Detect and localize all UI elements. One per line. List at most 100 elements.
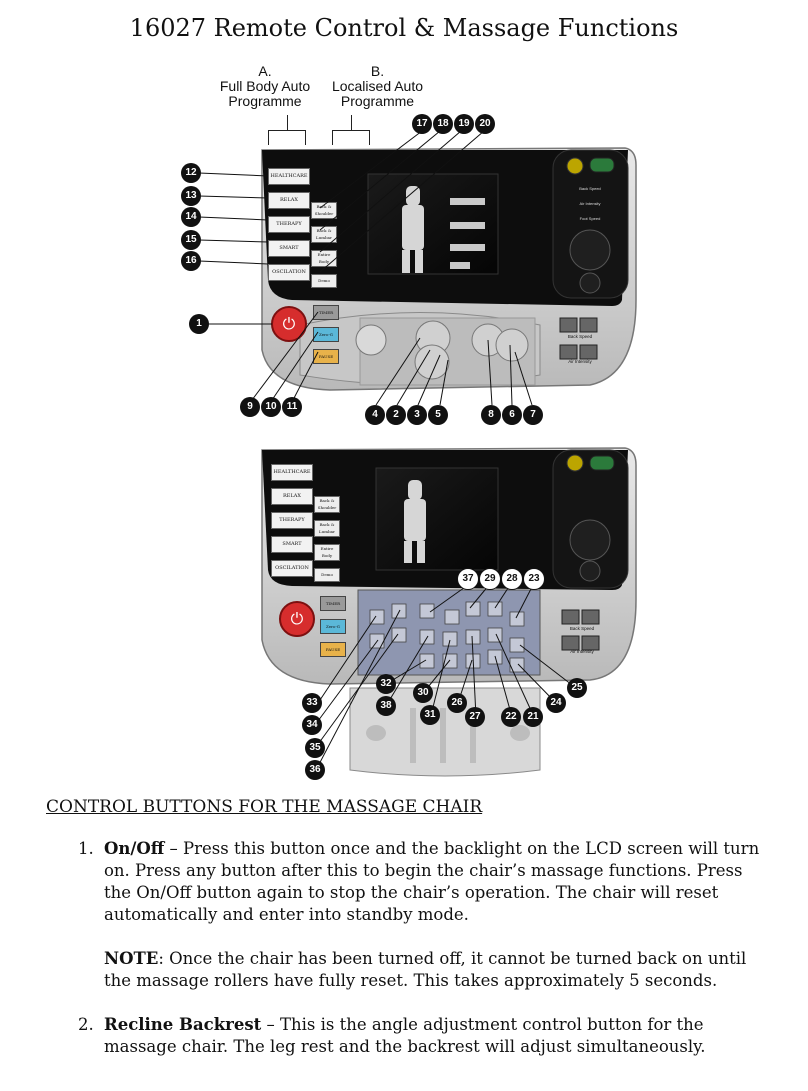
remote1-callouts xyxy=(198,130,533,406)
back-speed-label-2: Back Speed xyxy=(569,626,595,631)
badge-26: 26 xyxy=(447,693,467,713)
remote2-small-buttons: TIMER Zero-G PAUSE xyxy=(320,596,346,657)
relax-button[interactable]: RELAX xyxy=(268,192,310,209)
badge-15: 15 xyxy=(181,230,201,250)
air-intensity-label: Air Intensity xyxy=(568,359,592,364)
therapy-button[interactable]: THERAPY xyxy=(268,216,310,233)
badge-17: 17 xyxy=(412,114,432,134)
note-text: : Once the chair has been turned off, it… xyxy=(104,949,747,990)
oscilation-button[interactable]: OSCILATION xyxy=(268,264,310,281)
therapy-button-2[interactable]: THERAPY xyxy=(271,512,313,529)
remote1-mid-buttons: Back & Shoulder Back & Lumbar Entire Bod… xyxy=(311,202,337,288)
badge-30: 30 xyxy=(413,683,433,703)
badge-16: 16 xyxy=(181,251,201,271)
badge-31: 31 xyxy=(420,705,440,725)
item-title: On/Off xyxy=(104,839,165,858)
back-lumbar-button-2[interactable]: Back & Lumbar xyxy=(314,520,340,537)
item-body: On/Off – Press this button once and the … xyxy=(104,838,770,926)
list-item: 1. On/Off – Press this button once and t… xyxy=(70,838,770,992)
item-body: Recline Backrest – This is the angle adj… xyxy=(104,1014,770,1058)
badge-9: 9 xyxy=(240,397,260,417)
bracket-b xyxy=(332,115,370,145)
remote1-top-right: Back Speed Air Intensity Foot Speed xyxy=(560,186,620,221)
back-shoulder-button-2[interactable]: Back & Shoulder xyxy=(314,496,340,513)
badge-14: 14 xyxy=(181,207,201,227)
badge-36: 36 xyxy=(305,760,325,780)
remote1-left-buttons: HEALTHCARE RELAX THERAPY SMART OSCILATIO… xyxy=(268,168,310,281)
zero-g-button-2[interactable]: Zero-G xyxy=(320,619,346,634)
pause-button[interactable]: PAUSE xyxy=(313,349,339,364)
badge-6: 6 xyxy=(502,405,522,425)
badge-32: 32 xyxy=(376,674,396,694)
badge-11: 11 xyxy=(282,397,302,417)
badge-33: 33 xyxy=(302,693,322,713)
badge-27: 27 xyxy=(465,707,485,727)
badge-18: 18 xyxy=(433,114,453,134)
badge-12: 12 xyxy=(181,163,201,183)
power-icon: ⏻ xyxy=(290,609,304,628)
item-note: NOTE: Once the chair has been turned off… xyxy=(104,948,770,992)
section-title: CONTROL BUTTONS FOR THE MASSAGE CHAIR xyxy=(46,797,483,817)
relax-button-2[interactable]: RELAX xyxy=(271,488,313,505)
badge-29: 29 xyxy=(479,568,501,590)
back-speed-label: Back Speed xyxy=(567,334,593,339)
badge-21: 21 xyxy=(523,707,543,727)
badge-20: 20 xyxy=(475,114,495,134)
label-b-letter: B. xyxy=(370,63,385,79)
demo-button-2[interactable]: Demo xyxy=(314,568,340,582)
badge-2: 2 xyxy=(386,405,406,425)
air-intensity-label-2: Air Intensity xyxy=(570,649,594,654)
item-number: 1. xyxy=(78,839,94,858)
oscilation-button-2[interactable]: OSCILATION xyxy=(271,560,313,577)
foot-speed-label: Foot Speed xyxy=(579,216,601,221)
bracket-a xyxy=(268,115,306,145)
item-number: 2. xyxy=(78,1015,94,1034)
badge-28: 28 xyxy=(501,568,523,590)
badge-25: 25 xyxy=(567,678,587,698)
label-b-line1: Localised Auto xyxy=(331,78,424,94)
control-buttons-list: 1. On/Off – Press this button once and t… xyxy=(70,838,770,1058)
page-title: 16027 Remote Control & Massage Functions xyxy=(129,14,679,42)
remote2-right-labels: Back Speed Air Intensity xyxy=(557,626,607,654)
item-title: Recline Backrest xyxy=(104,1015,262,1034)
badge-4: 4 xyxy=(365,405,385,425)
smart-button[interactable]: SMART xyxy=(268,240,310,257)
healthcare-button-2[interactable]: HEALTHCARE xyxy=(271,464,313,481)
label-b-line2: Programme xyxy=(340,93,415,109)
item-text: – Press this button once and the backlig… xyxy=(104,839,760,924)
badge-19: 19 xyxy=(454,114,474,134)
power-button[interactable]: ⏻ xyxy=(277,312,301,336)
remote2-left-buttons: HEALTHCARE RELAX THERAPY SMART OSCILATIO… xyxy=(271,464,313,577)
power-button-2[interactable]: ⏻ xyxy=(285,607,309,631)
badge-37: 37 xyxy=(457,568,479,590)
badge-7: 7 xyxy=(523,405,543,425)
back-shoulder-button[interactable]: Back & Shoulder xyxy=(311,202,337,219)
item-text: – This is the angle adjustment control b… xyxy=(104,1015,706,1056)
demo-button[interactable]: Demo xyxy=(311,274,337,288)
badge-13: 13 xyxy=(181,186,201,206)
badge-34: 34 xyxy=(302,715,322,735)
remote-control-top xyxy=(261,147,637,391)
note-label: NOTE xyxy=(104,949,159,968)
badge-10: 10 xyxy=(261,397,281,417)
entire-body-button-2[interactable]: Entire Body xyxy=(314,544,340,561)
power-icon: ⏻ xyxy=(282,314,296,333)
label-a-line1: Full Body Auto xyxy=(219,78,311,94)
zero-g-button[interactable]: Zero-G xyxy=(313,327,339,342)
pause-button-2[interactable]: PAUSE xyxy=(320,642,346,657)
remote2-callouts xyxy=(314,584,577,771)
smart-button-2[interactable]: SMART xyxy=(271,536,313,553)
badge-3: 3 xyxy=(407,405,427,425)
label-a-line2: Programme xyxy=(228,93,302,109)
badge-38: 38 xyxy=(376,696,396,716)
label-a: A. Full Body Auto Programme xyxy=(205,64,325,109)
badge-8: 8 xyxy=(481,405,501,425)
badge-5: 5 xyxy=(428,405,448,425)
remote-control-bottom xyxy=(261,447,637,777)
timer-button-2[interactable]: TIMER xyxy=(320,596,346,611)
list-item: 2. Recline Backrest – This is the angle … xyxy=(70,1014,770,1058)
remote1-right-labels: Back Speed Air Intensity xyxy=(555,334,605,364)
timer-button[interactable]: TIMER xyxy=(313,305,339,320)
badge-23: 23 xyxy=(523,568,545,590)
healthcare-button[interactable]: HEALTHCARE xyxy=(268,168,310,185)
